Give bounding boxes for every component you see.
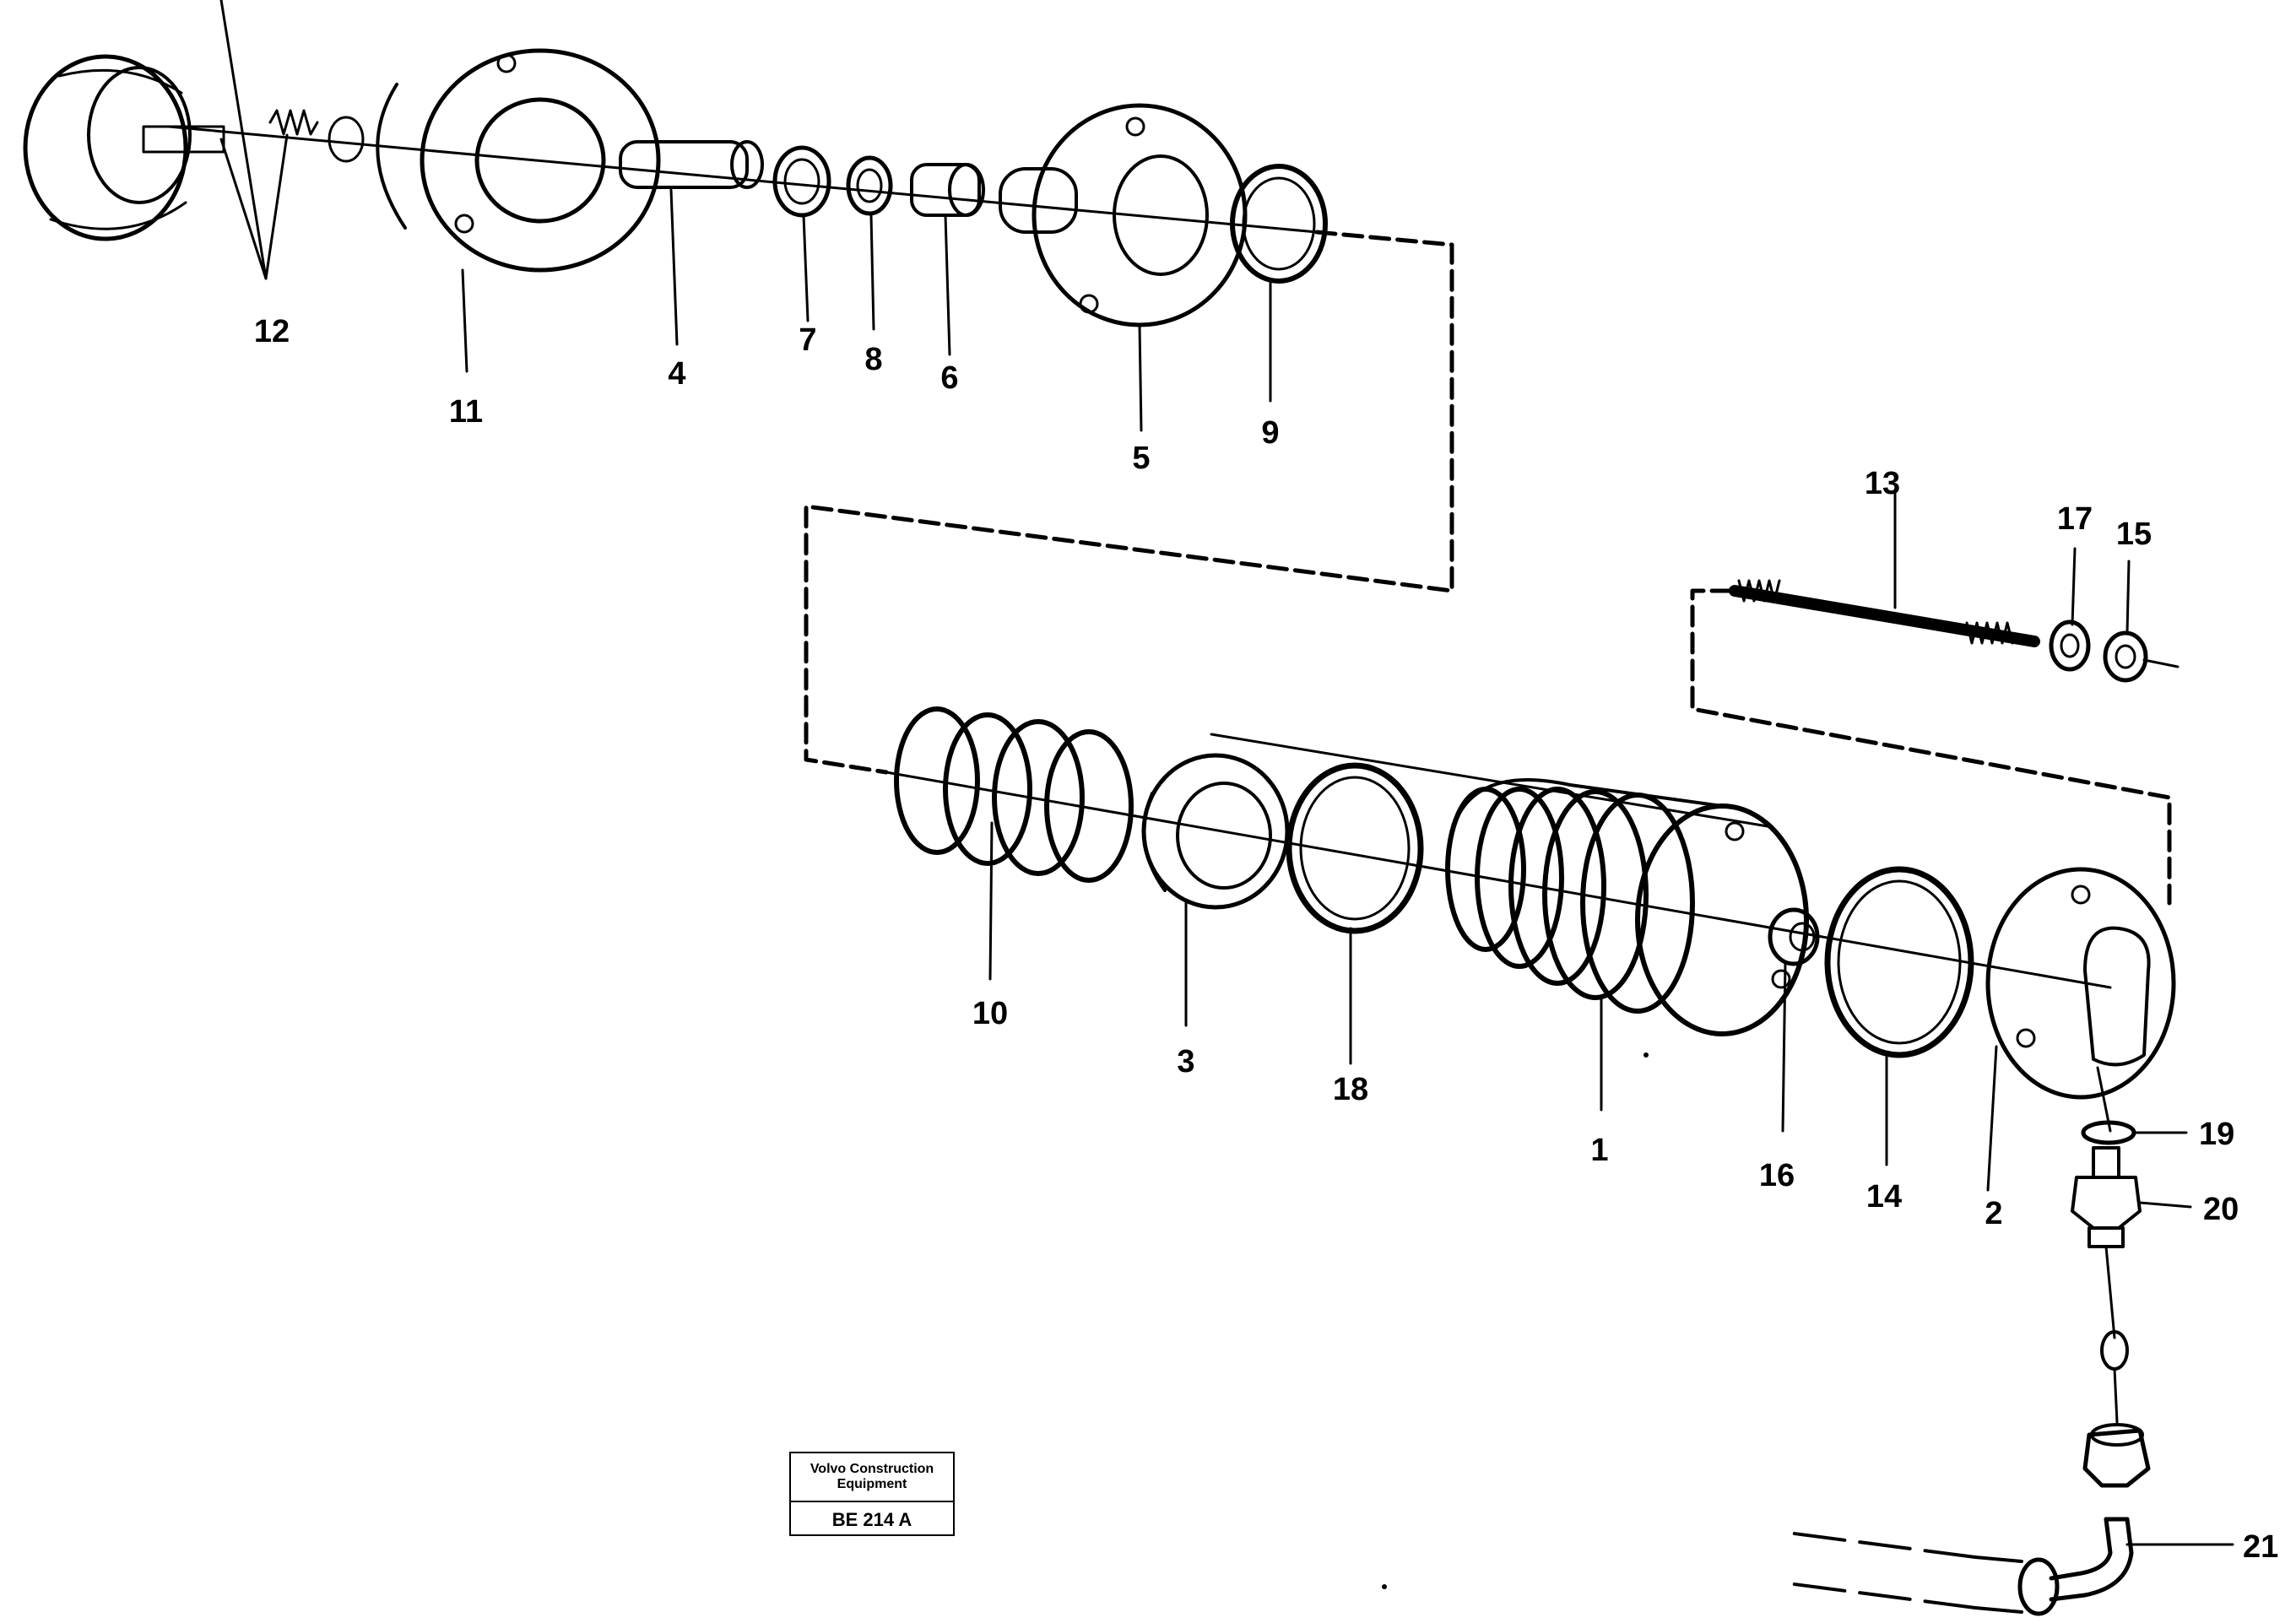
callout-11: 11 <box>449 394 483 430</box>
part-18-ring <box>1286 762 1424 934</box>
callout-21: 21 <box>2243 1529 2278 1565</box>
part-14-o-ring <box>1824 866 1974 1058</box>
part-17-washer <box>2049 619 2091 672</box>
part-10-spring <box>894 706 1134 883</box>
callout-2: 2 <box>1985 1196 2002 1231</box>
dashed-connector-stud <box>1690 588 2172 906</box>
stamp-manufacturer: Volvo Construction Equipment <box>791 1453 953 1502</box>
callout-9: 9 <box>1261 415 1279 451</box>
part-7-ring <box>772 145 831 218</box>
callout-7: 7 <box>799 322 816 358</box>
callout-6: 6 <box>940 360 958 396</box>
callout-15: 15 <box>2116 517 2152 552</box>
part-9-o-ring <box>1230 164 1328 284</box>
stamp-line2: Equipment <box>837 1477 907 1491</box>
leader-lines <box>219 0 2234 1546</box>
part-4-sleeve <box>619 140 764 189</box>
pipe-nut <box>2082 1423 2151 1488</box>
stamp-line1: Volvo Construction <box>810 1462 934 1476</box>
part-6-bushing <box>910 163 985 217</box>
callout-8: 8 <box>864 342 882 377</box>
callout-13: 13 <box>1865 466 1900 501</box>
part-12-cover <box>23 54 365 241</box>
callout-3: 3 <box>1177 1044 1194 1079</box>
callout-14: 14 <box>1866 1179 1902 1215</box>
callout-5: 5 <box>1132 441 1150 476</box>
lower-axis-line <box>885 771 2112 989</box>
callout-20: 20 <box>2203 1192 2239 1227</box>
callout-12: 12 <box>254 314 290 349</box>
part-19-washer <box>2081 1120 2136 1145</box>
part-11-housing <box>376 48 661 273</box>
callout-18: 18 <box>1333 1072 1368 1107</box>
part-15-nut <box>2103 630 2148 683</box>
part-21-pipe-elbow <box>1779 1517 2134 1616</box>
callout-10: 10 <box>972 996 1008 1031</box>
part-3-cup <box>1141 753 1290 910</box>
callout-17: 17 <box>2057 501 2093 537</box>
stamp-code: BE 214 A <box>831 1509 912 1530</box>
part-13-stud <box>1729 579 2040 647</box>
reference-stamp: Volvo Construction Equipment BE 214 A <box>789 1452 955 1536</box>
dashed-connector-upper <box>804 230 1454 775</box>
callout-19: 19 <box>2199 1117 2234 1152</box>
part-16-nut <box>1768 907 1820 966</box>
callout-16: 16 <box>1759 1158 1795 1193</box>
part-2-end-cap <box>1985 867 2176 1133</box>
part-8-washer <box>846 155 893 216</box>
part-20-fitting <box>2071 1146 2142 1339</box>
callout-1: 1 <box>1590 1133 1608 1168</box>
callout-4: 4 <box>668 356 685 392</box>
part-1-bellows <box>1445 778 1809 1036</box>
